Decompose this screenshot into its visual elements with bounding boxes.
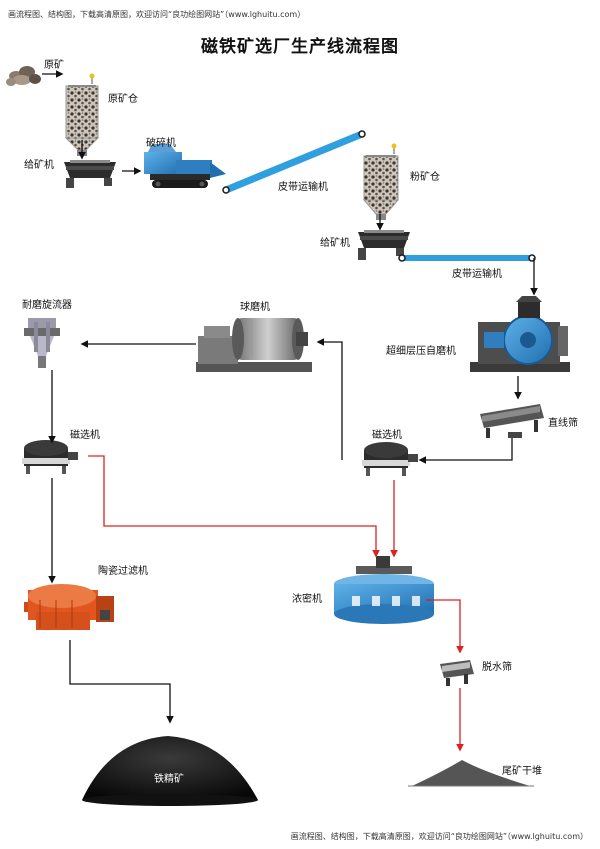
raw-ore-icon	[6, 66, 41, 86]
tailings-pile-icon	[408, 760, 534, 787]
label-tailings: 尾矿干堆	[502, 766, 542, 777]
label-raw-ore-bin: 原矿仓	[108, 94, 138, 105]
magnetic-separator-2-icon	[362, 442, 418, 476]
label-magnetic-separator-2: 磁选机	[372, 430, 402, 441]
label-feeder-2: 给矿机	[320, 238, 350, 249]
label-thickener: 浓密机	[292, 594, 322, 605]
feeder-1-icon	[64, 160, 116, 188]
magnetic-separator-1-icon	[22, 440, 78, 474]
label-crusher: 破碎机	[146, 138, 176, 149]
label-belt-conveyor-1: 皮带运输机	[278, 182, 328, 193]
header-note: 画流程图、结构图，下载高清原图，欢迎访问“良功绘图网站”（www.lghuitu…	[8, 10, 306, 19]
label-iron-concentrate: 铁精矿	[154, 774, 184, 785]
ore-flow-lines	[42, 70, 538, 724]
footer-note: 画流程图、结构图，下载高清原图，欢迎访问“良功绘图网站”（www.lghuitu…	[290, 832, 588, 841]
dewatering-screen-icon	[440, 660, 474, 686]
label-magnetic-separator-1: 磁选机	[70, 430, 100, 441]
tailings-flow-lines	[88, 455, 464, 752]
label-dewatering-screen: 脱水筛	[482, 662, 512, 673]
label-raw-ore: 原矿	[44, 60, 64, 71]
label-powder-ore-bin: 粉矿仓	[410, 172, 440, 183]
iron-concentrate-pile-icon	[82, 736, 258, 806]
page-title: 磁铁矿选厂生产线流程图	[201, 37, 399, 57]
belt-conveyor-2-icon	[398, 254, 536, 262]
label-belt-conveyor-2: 皮带运输机	[452, 269, 502, 280]
hydrocyclone-icon	[24, 318, 60, 368]
thickener-icon	[334, 556, 434, 624]
label-ball-mill: 球磨机	[240, 302, 270, 313]
ball-mill-icon	[196, 318, 312, 372]
label-feeder-1: 给矿机	[24, 160, 54, 171]
label-hydrocyclone: 耐磨旋流器	[22, 300, 72, 311]
label-ceramic-filter: 陶瓷过滤机	[98, 566, 148, 577]
powder-ore-bin-icon	[362, 143, 400, 220]
label-hpgr-mill: 超细层压自磨机	[386, 346, 456, 357]
linear-screen-icon	[480, 404, 544, 438]
feeder-2-icon	[358, 230, 410, 260]
label-linear-screen: 直线筛	[548, 418, 578, 429]
crusher-icon	[144, 144, 226, 188]
ceramic-filter-icon	[24, 584, 114, 630]
hpgr-mill-icon	[470, 296, 570, 372]
belt-conveyor-1-icon	[222, 130, 366, 194]
